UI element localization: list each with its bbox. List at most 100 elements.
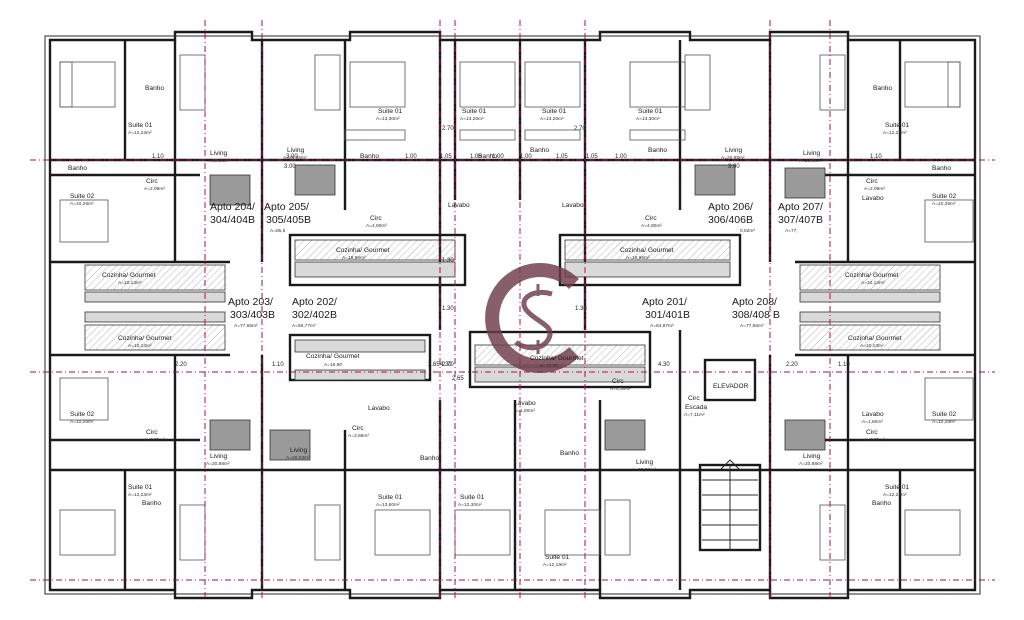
room-label: Suite 01	[128, 484, 153, 491]
room-label: Living	[636, 459, 654, 466]
dimension-label: 1.00	[492, 154, 504, 160]
apto-205-line2: 305/405B	[266, 214, 311, 226]
apto-203-area: A=77,65m²	[234, 323, 258, 329]
room-area: A=20,88m²	[206, 461, 230, 467]
room-area: A=10,29m²	[932, 419, 956, 425]
dimension-label: 2.20	[175, 362, 187, 368]
room-area: A=2,09m²	[864, 437, 885, 443]
room-label: Banho	[648, 147, 667, 154]
room-area: A=7,11m²	[684, 412, 705, 418]
dimension-label: 2.70	[574, 126, 586, 132]
room-label: Living	[287, 147, 305, 154]
room-label: Living	[803, 453, 821, 460]
room-label: Cozinha/ Gourmet	[336, 247, 390, 254]
room-label: Cozinha/ Gourmet	[306, 353, 360, 360]
dimension-label: 2.70	[442, 362, 454, 368]
room-labels: Suite 01 A=12,23m² Suite 01 A=13,30m² Su…	[68, 85, 957, 568]
room-area: A=12,23m²	[883, 130, 907, 136]
dimension-label: 2.70	[442, 126, 454, 132]
dimension-label: 1.05	[440, 154, 452, 160]
apto-206-line2: 306/406B	[708, 214, 753, 226]
room-label: Banho	[420, 455, 439, 462]
room-label: Circ	[612, 378, 624, 385]
dimension-label: 1.10	[870, 154, 882, 160]
stair	[702, 459, 758, 550]
apartment-labels: Apto 204/ 304/404B Apto 205/ 305/405B A=…	[210, 201, 823, 329]
room-area: A=12,23m²	[128, 130, 152, 136]
room-label: Lavabo	[448, 202, 470, 209]
room-area: A=20,88m²	[799, 461, 823, 467]
brand-monogram-s-logo	[485, 263, 579, 373]
room-area: A=12,23m²	[883, 492, 907, 498]
dimension-label: 3.00	[728, 164, 740, 170]
dimension-label: 1.30	[575, 306, 587, 312]
room-label: Lavabo	[368, 405, 390, 412]
room-label: Suite 01	[378, 494, 403, 501]
apto-204-line2: 304/404B	[210, 214, 255, 226]
room-label: Lavabo	[862, 195, 884, 202]
dimension-label: 1.10	[272, 362, 284, 368]
interior-walls	[50, 40, 975, 590]
room-label: Circ	[352, 425, 364, 432]
dimension-label: 4.30	[440, 362, 452, 368]
room-label: Banho	[560, 450, 579, 457]
room-label: Suite 01	[545, 554, 570, 561]
room-label: Circ	[866, 429, 878, 436]
room-area: A=13,30m²	[636, 116, 660, 122]
axis-lines	[30, 20, 995, 600]
dimension-label: 1.10	[152, 154, 164, 160]
dimension-label: 1.00	[615, 154, 627, 160]
dimension-label: 1.05	[586, 154, 598, 160]
room-label: Circ	[866, 178, 878, 185]
room-label: Suite 02	[932, 193, 957, 200]
room-area: A=10,29m²	[932, 201, 956, 207]
apto-205-area: A=85,5	[270, 228, 286, 234]
apto-207-line2: 307/407B	[778, 214, 823, 226]
room-label: Cozinha/ Gourmet	[848, 335, 902, 342]
room-label: Circ	[645, 215, 657, 222]
room-area: A=13,30m²	[458, 502, 482, 508]
room-area: A=1,80m²	[862, 419, 883, 425]
room-label: Suite 01	[885, 484, 910, 491]
room-label: Living	[210, 453, 228, 460]
dimension-label: 1.00	[405, 154, 417, 160]
dimension-label: 2.20	[786, 362, 798, 368]
room-label: Banho	[872, 500, 891, 507]
room-area: A=20,88m²	[206, 158, 230, 164]
apto-203-line1: Apto 203/	[228, 296, 273, 308]
room-area: A=12,19m²	[543, 562, 567, 568]
room-label: Lavabo	[862, 411, 884, 418]
room-area: A=20,88m²	[721, 155, 745, 161]
room-label: Suite 02	[70, 193, 95, 200]
room-area: A=10,29m²	[70, 201, 94, 207]
dining-tables	[209, 164, 826, 461]
room-label: Lavabo	[514, 400, 536, 407]
apto-205-line1: Apto 205/	[264, 201, 309, 213]
room-label: Banho	[68, 165, 87, 172]
room-area: A=13,26m²	[460, 116, 484, 122]
room-label: Living	[803, 150, 821, 157]
room-area: A=16,90	[540, 363, 558, 369]
apto-204-line1: Apto 204/	[210, 201, 255, 213]
room-label: Escada	[685, 404, 707, 411]
room-label: Living	[725, 147, 743, 154]
room-area: A=10,29m²	[70, 419, 94, 425]
room-area: A=16,90	[324, 362, 342, 368]
apto-208-line1: Apto 208/	[732, 296, 777, 308]
room-label: Suite 01	[378, 108, 403, 115]
dimension-label: 1.30	[442, 258, 454, 264]
apto-202-line1: Apto 202/	[292, 296, 337, 308]
apto-207-line1: Apto 207/	[778, 201, 823, 213]
furniture	[59, 54, 974, 561]
room-area: A=18,96m²	[626, 255, 650, 261]
room-label: Banho	[530, 147, 549, 154]
dimension-label: 3.00	[286, 154, 298, 160]
room-label: Suite 02	[70, 411, 95, 418]
room-label: Suite 01	[462, 108, 487, 115]
room-label: Circ	[146, 178, 158, 185]
room-label: Suite 01	[128, 122, 153, 129]
room-area: A=1,80m²	[514, 408, 535, 414]
dimension-labels: 1.10 1.10 3.00 1.00 1.05 1.05 1.00 3.00 …	[152, 126, 882, 382]
room-label: Suite 01	[638, 108, 663, 115]
